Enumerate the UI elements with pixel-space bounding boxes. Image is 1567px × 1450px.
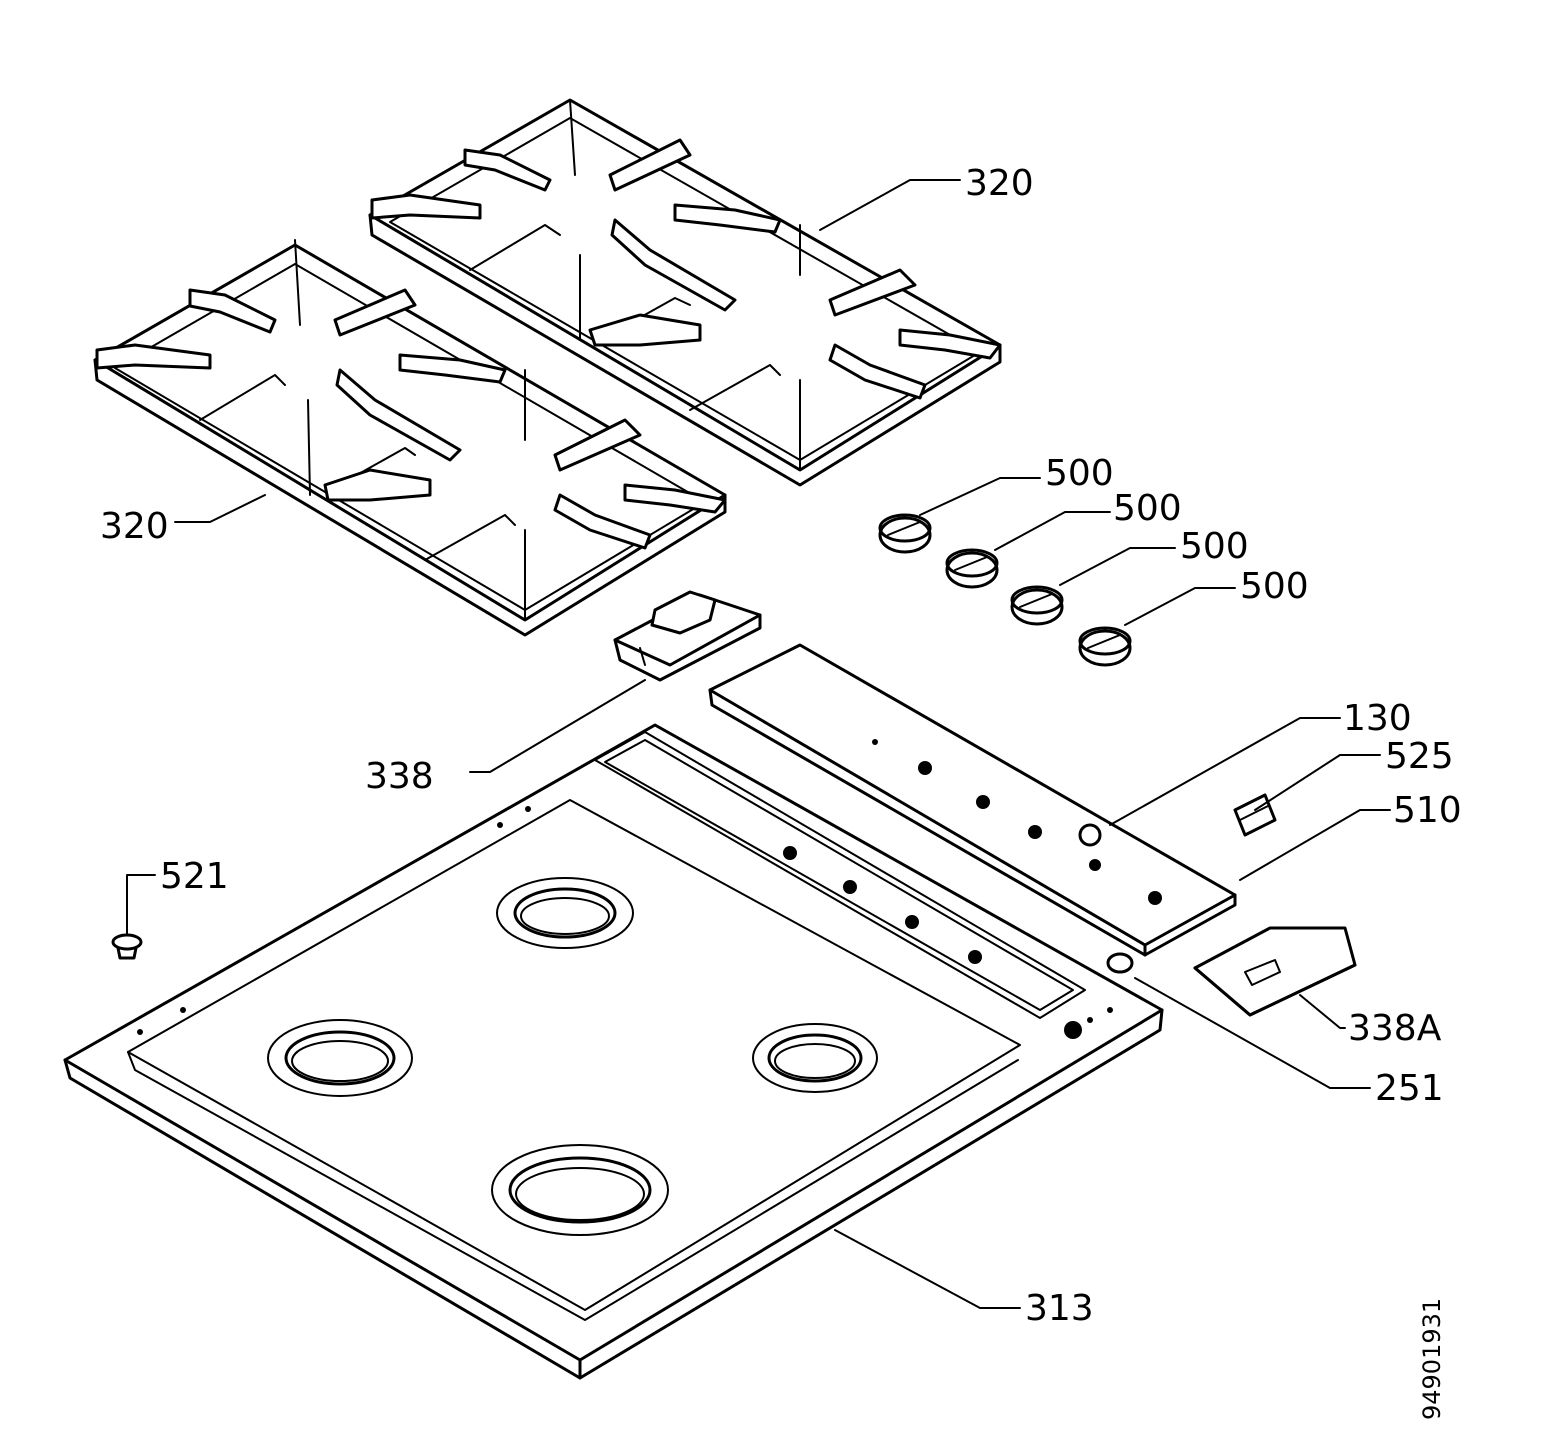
label-knob-2: 500: [1113, 488, 1182, 529]
burner-well-left: [267, 1019, 413, 1097]
clip-338: [613, 590, 762, 682]
label-knob-1: 500: [1045, 453, 1114, 494]
label-knob-4: 500: [1240, 566, 1309, 607]
burner-well-front: [491, 1144, 669, 1236]
label-grate-rear: 320: [965, 163, 1034, 204]
leader-lines: [126, 179, 1391, 1309]
grate-rear-320: [368, 98, 1002, 487]
burner-well-rear: [496, 877, 634, 949]
burner-well-right: [752, 1023, 878, 1093]
label-clip-338a: 338A: [1348, 1008, 1442, 1049]
label-knob-3: 500: [1180, 526, 1249, 567]
knob-500-1: [878, 513, 932, 554]
knob-500-3: [1010, 585, 1064, 626]
label-part-510: 510: [1393, 790, 1462, 831]
label-clip-338: 338: [365, 756, 434, 797]
label-cooktop: 313: [1025, 1288, 1094, 1329]
cooktop-313: [63, 723, 1164, 1380]
label-grate-front: 320: [100, 506, 169, 547]
label-control-panel: 130: [1343, 698, 1412, 739]
label-part-525: 525: [1385, 736, 1454, 777]
clip-338a: [1193, 926, 1357, 1017]
grate-front-320: [93, 239, 727, 637]
control-panel-130: [708, 643, 1237, 957]
part-521: [111, 933, 143, 960]
document-number: 94901931: [1418, 1298, 1446, 1420]
label-part-521: 521: [160, 856, 229, 897]
knob-500-2: [945, 548, 999, 589]
knob-500-4: [1078, 626, 1132, 667]
part-525: [1233, 793, 1277, 837]
part-251: [1106, 952, 1134, 974]
label-part-251: 251: [1375, 1068, 1444, 1109]
